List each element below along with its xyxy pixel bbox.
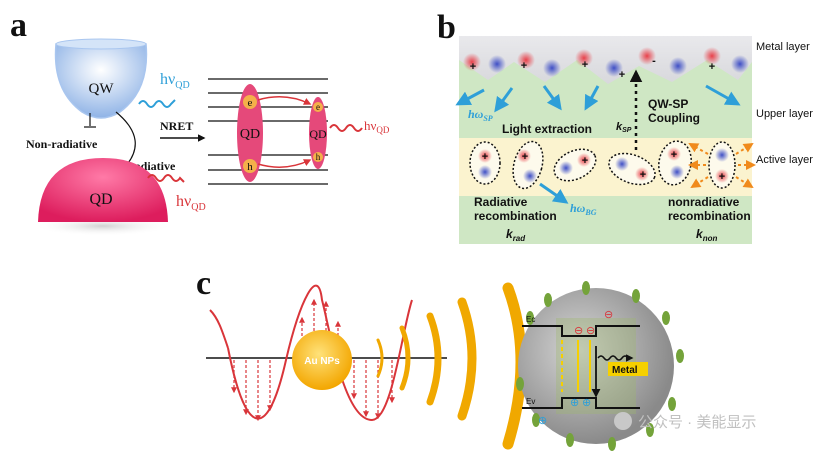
hole-1: ⊕	[570, 397, 579, 409]
k-non-label: knon	[696, 227, 717, 243]
metal-transfer-wave	[597, 354, 634, 362]
energy-levels	[208, 78, 328, 185]
electron-1: ⊖	[574, 325, 583, 337]
exciton-2	[512, 140, 544, 190]
hole-left-label: h	[247, 161, 253, 173]
qd-right-label: QD	[309, 127, 327, 141]
bg-emission-arrow	[539, 182, 569, 204]
svg-text:+: +	[470, 61, 476, 73]
svg-text:+: +	[482, 151, 488, 163]
au-nps-label: Au NPs	[304, 356, 340, 367]
qd-dome	[38, 158, 168, 222]
exciton-5	[658, 140, 692, 186]
watermark: 公众号 · 美能显示	[614, 412, 756, 431]
electron-transfer-arrow	[257, 96, 312, 105]
qw-label: QW	[89, 81, 115, 97]
metal-layer-label: Metal layer	[756, 41, 810, 53]
electron-left-label: e	[248, 97, 253, 109]
qw-bowl	[54, 38, 148, 119]
svg-text:+: +	[640, 169, 646, 181]
panel-a: a QW Non-radiative Radiative hνQD QD hνQ…	[10, 7, 390, 236]
au-nanoparticle	[292, 330, 352, 390]
nret-label: NRET	[160, 119, 193, 133]
panel-c: c Au NPs	[196, 265, 684, 451]
h-omega-bg-label: hωBG	[570, 201, 597, 217]
active-layer-bg	[459, 138, 752, 196]
electron-3: ⊖	[604, 309, 613, 321]
recombination-arrows	[561, 340, 591, 392]
electron-left	[243, 95, 257, 109]
field-wave	[227, 284, 413, 422]
svg-text:-: -	[652, 55, 656, 67]
hole-3: ⊕	[538, 415, 547, 427]
svg-text:+: +	[521, 60, 527, 72]
metal-box	[608, 362, 648, 376]
qw-sp-coupling-label-1: QW-SP	[648, 97, 688, 111]
h-omega-sp-label: hωSP	[468, 107, 493, 123]
qd-hv-label: hνQD	[176, 193, 206, 213]
ligands	[516, 281, 684, 451]
qw-emission-wave	[138, 99, 176, 108]
hole-right-label: h	[316, 152, 321, 162]
ev-label: Ev	[526, 397, 535, 406]
exciton-4	[608, 152, 656, 186]
qd-dome-label: QD	[89, 191, 112, 208]
svg-text:+: +	[582, 59, 588, 71]
svg-text:+: +	[582, 155, 588, 167]
qw-sp-coupling-label-2: Coupling	[648, 111, 700, 125]
k-sp-label: kSP	[616, 121, 632, 134]
hole-2: ⊕	[582, 397, 591, 409]
sp-emission-arrows	[455, 84, 741, 113]
qd-left-label: QD	[240, 127, 260, 142]
hole-left	[243, 159, 257, 173]
exciton-3	[553, 148, 597, 182]
ec-label: Ec	[526, 315, 535, 324]
qd-right-emission-wave	[329, 124, 363, 132]
upper-layer-label: Upper layer	[756, 108, 813, 120]
qd-left-ellipse	[237, 84, 263, 182]
nonradiative-recomb-label-1: nonradiative	[668, 195, 740, 209]
watermark-text: 公众号 · 美能显示	[638, 414, 756, 431]
radiative-recomb-label-1: Radiative	[474, 195, 528, 209]
metal-charges	[463, 47, 749, 77]
panel-a-label: a	[10, 7, 27, 44]
conduction-band	[522, 325, 640, 337]
radiative-recomb-label-2: recombination	[474, 209, 557, 223]
panel-c-label: c	[196, 265, 211, 302]
exciton-1	[469, 141, 501, 185]
qd-right-ellipse	[309, 97, 327, 169]
k-rad-label: krad	[506, 227, 526, 243]
svg-text:+: +	[619, 69, 625, 81]
exciton-6	[708, 141, 736, 189]
plasmon-arcs	[376, 282, 527, 450]
active-layer-label: Active layer	[756, 154, 813, 166]
hole-right	[313, 152, 323, 162]
non-radiative-label: Non-radiative	[26, 137, 98, 151]
qw-hv-label: hνQD	[160, 71, 190, 91]
electron-2: ⊖	[586, 325, 595, 337]
light-extraction-label: Light extraction	[502, 122, 592, 136]
panel-b-label: b	[437, 9, 456, 46]
nonradiative-recomb-label-2: recombination	[668, 209, 751, 223]
metal-label: Metal	[612, 365, 638, 376]
qd-emission-wave	[147, 174, 185, 183]
field-wave-start	[209, 309, 229, 349]
valence-band	[522, 397, 640, 409]
qd-right-hv-label: hνQD	[364, 118, 390, 135]
nonradiative-dashed-arrows	[688, 142, 756, 189]
svg-text:+: +	[671, 149, 677, 161]
svg-text:+: +	[719, 171, 725, 183]
excitons: + + + + + + + + + + + -	[469, 55, 736, 190]
svg-text:+: +	[709, 61, 715, 73]
wechat-icon	[614, 412, 632, 430]
electron-right	[313, 102, 323, 112]
panel-b: b Metal layer Upper layer Active layer	[437, 9, 813, 244]
hole-transfer-arrow	[257, 159, 312, 168]
electron-right-label: e	[316, 102, 320, 112]
svg-text:+: +	[522, 151, 528, 163]
